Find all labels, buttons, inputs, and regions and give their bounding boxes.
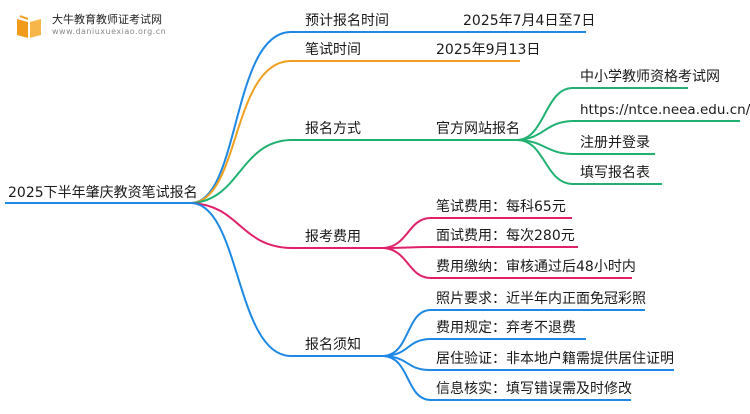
branch-3-value: 官方网站报名 [436,121,520,137]
branch-3-sub-1 [517,87,688,141]
branch-3-label: 报名方式 [305,121,361,137]
branch-5-item: 信息核实：填写错误需及时修改 [436,381,632,397]
branch-4-sub-2 [383,246,578,249]
branch-5-label: 报名须知 [305,337,361,353]
branch-4-sub-1 [383,217,572,249]
branch-3-item: 中小学教师资格考试网 [580,69,720,85]
branch-3-sub-2 [517,120,740,141]
branch-4-item: 笔试费用：每科65元 [436,199,566,215]
branch-3-item: 注册并登录 [580,135,650,151]
branch-5-item: 照片要求：近半年内正面免冠彩照 [436,291,646,307]
brand-url: www.daniuxuexiao.org.cn [52,27,167,36]
branch-5-item: 费用规定：弃考不退费 [436,320,576,336]
branch-2-value: 2025年9月13日 [436,42,541,58]
branch-2-curve [191,60,291,204]
branch-5-sub-2 [383,338,586,357]
branch-1-value: 2025年7月4日至7日 [463,13,596,29]
branch-4-item: 费用缴纳：审核通过后48小时内 [436,259,636,275]
branch-2-label: 笔试时间 [305,42,361,58]
branch-4-item: 面试费用：每次280元 [436,228,575,244]
branch-5-curve [191,202,291,357]
branch-5-sub-1 [383,309,645,357]
branch-1-curve [191,31,291,204]
branch-1-label: 预计报名时间 [305,13,389,29]
root-topic: 2025下半年肇庆教资笔试报名 [8,185,198,201]
branch-5-sub-4 [383,355,631,401]
branch-3-item: 填写报名表 [580,165,650,181]
branch-4-label: 报考费用 [305,229,361,245]
branch-3-item: https://ntce.neea.edu.cn/ [580,102,750,118]
branch-4-curve [191,202,291,249]
branch-3-sub-4 [517,139,662,185]
book-logo-icon [17,15,41,38]
brand-name: 大牛教育教师证考试网 [52,13,162,26]
branch-3-curve [191,139,291,204]
branch-4-sub-3 [383,247,632,279]
branch-5-item: 居住验证：非本地户籍需提供居住证明 [436,351,674,367]
